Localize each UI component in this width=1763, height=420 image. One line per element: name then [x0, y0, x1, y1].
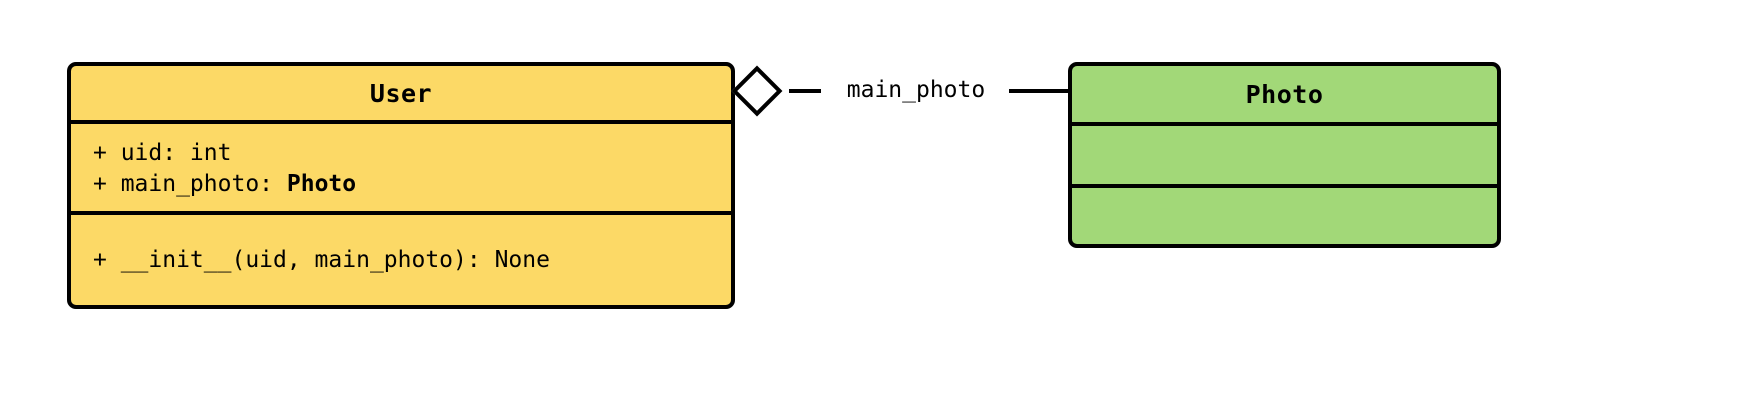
class-title-photo: Photo: [1245, 79, 1324, 109]
aggregation-diamond-icon: [731, 65, 783, 117]
aggregation-connector[interactable]: main_photo: [731, 62, 1070, 142]
attributes-compartment-user: + uid: int + main_photo: Photo: [71, 120, 731, 211]
method-init: + __init__(uid, main_photo): None: [93, 246, 550, 273]
attribute-uid: + uid: int: [93, 140, 232, 167]
attribute-main-photo-type: Photo: [286, 171, 357, 198]
attributes-compartment-photo: [1072, 122, 1497, 184]
attribute-main-photo: + main_photo: Photo: [93, 169, 731, 200]
uml-class-photo[interactable]: Photo: [1068, 62, 1501, 248]
methods-compartment-photo: [1072, 184, 1497, 244]
methods-compartment-user: + __init__(uid, main_photo): None: [71, 211, 731, 305]
uml-class-user[interactable]: User + uid: int + main_photo: Photo + __…: [67, 62, 735, 309]
connector-label-main-photo: main_photo: [821, 73, 1011, 107]
class-title-user: User: [369, 78, 433, 108]
connector-line-right: [1009, 89, 1070, 93]
attribute-main-photo-prefix: + main_photo:: [93, 171, 287, 198]
connector-line-left: [789, 89, 823, 93]
